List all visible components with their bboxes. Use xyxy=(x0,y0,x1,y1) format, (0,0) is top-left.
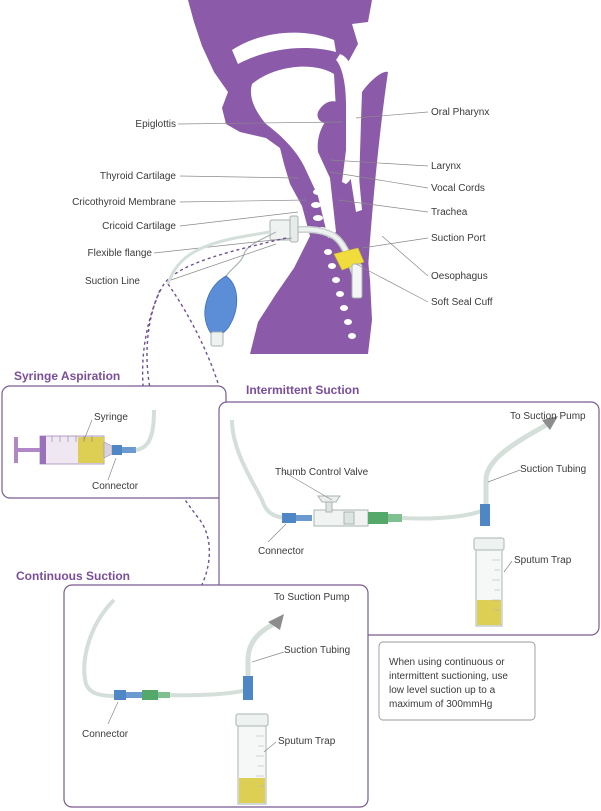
continuous-trap-connector xyxy=(243,676,253,700)
note-line-1: When using continuous or xyxy=(389,657,505,668)
head-neck-anatomy xyxy=(188,0,388,355)
intermittent-tube-in xyxy=(230,419,285,520)
label-oesophagus: Oesophagus xyxy=(431,271,488,282)
continuous-tube-in xyxy=(82,598,117,698)
label-vocal-cords: Vocal Cords xyxy=(431,183,485,194)
continuous-green-connector-icon xyxy=(142,690,170,700)
oesophagus-slot xyxy=(348,159,362,212)
title-intermittent-suction: Intermittent Suction xyxy=(246,383,359,397)
inflation-line xyxy=(225,231,277,277)
suction-line-solid xyxy=(166,230,271,285)
tongue-space xyxy=(250,66,336,238)
title-continuous-suction: Continuous Suction xyxy=(16,569,130,583)
intermittent-connector-icon xyxy=(282,513,312,523)
syringe-connector-icon xyxy=(112,445,136,455)
label-oral-pharynx: Oral Pharynx xyxy=(431,107,489,118)
oral-cavity xyxy=(232,32,336,64)
syringe-icon xyxy=(14,435,113,465)
label-syringe-connector: Connector xyxy=(92,481,139,492)
suction-port-part xyxy=(351,263,363,299)
pharynx-channel xyxy=(336,54,357,184)
label-intermittent-suction-tubing: Suction Tubing xyxy=(520,464,586,475)
airway-device xyxy=(204,215,365,347)
label-cricoid-cartilage: Cricoid Cartilage xyxy=(102,221,176,232)
label-intermittent-to-pump: To Suction Pump xyxy=(510,411,586,422)
continuous-tube-to-trap xyxy=(169,688,247,698)
label-syringe: Syringe xyxy=(94,412,128,423)
label-intermittent-sputum-trap: Sputum Trap xyxy=(514,555,572,566)
label-suction-line: Suction Line xyxy=(85,276,140,287)
continuous-connector-icon xyxy=(114,690,142,700)
continuous-pump-arrow-icon xyxy=(268,614,284,630)
label-continuous-sputum-trap: Sputum Trap xyxy=(278,736,336,747)
label-thyroid-cartilage: Thyroid Cartilage xyxy=(100,171,177,182)
intermittent-tube-to-trap xyxy=(401,508,485,521)
intermittent-sputum-trap-icon xyxy=(473,537,505,627)
label-suction-port: Suction Port xyxy=(431,233,486,244)
intermittent-pump-arrow-icon xyxy=(542,416,558,430)
note-line-2: intermittent suctioning, use xyxy=(389,671,508,682)
intermittent-trap-connector xyxy=(480,504,490,526)
label-continuous-suction-tubing: Suction Tubing xyxy=(284,645,350,656)
label-soft-seal-cuff: Soft Seal Cuff xyxy=(431,297,493,308)
note-box xyxy=(378,641,536,721)
title-syringe-aspiration: Syringe Aspiration xyxy=(14,369,120,383)
label-flexible-flange: Flexible flange xyxy=(88,248,153,259)
label-trachea: Trachea xyxy=(431,207,468,218)
intermittent-green-connector-icon xyxy=(368,512,402,524)
note-line-3: low level suction up to a xyxy=(389,685,496,696)
thumb-control-valve-icon xyxy=(313,495,369,527)
label-cricothyroid-membrane: Cricothyroid Membrane xyxy=(72,197,176,208)
note-line-4: maximum of 300mmHg xyxy=(389,699,492,710)
epiglottis-shape xyxy=(317,101,345,124)
label-thumb-control-valve: Thumb Control Valve xyxy=(275,467,369,478)
label-larynx: Larynx xyxy=(431,161,461,172)
label-continuous-to-pump: To Suction Pump xyxy=(274,592,350,603)
continuous-sputum-trap-icon xyxy=(235,713,269,805)
anatomy-leaders xyxy=(153,111,429,303)
label-epiglottis: Epiglottis xyxy=(135,119,176,130)
label-intermittent-connector: Connector xyxy=(258,546,305,557)
flexible-flange-part xyxy=(289,215,299,243)
continuous-suction-tubing xyxy=(245,621,276,700)
pilot-balloon-icon xyxy=(204,275,238,336)
label-continuous-connector: Connector xyxy=(82,729,129,740)
syringe-tube xyxy=(135,409,156,452)
intermittent-suction-tubing xyxy=(483,421,550,524)
